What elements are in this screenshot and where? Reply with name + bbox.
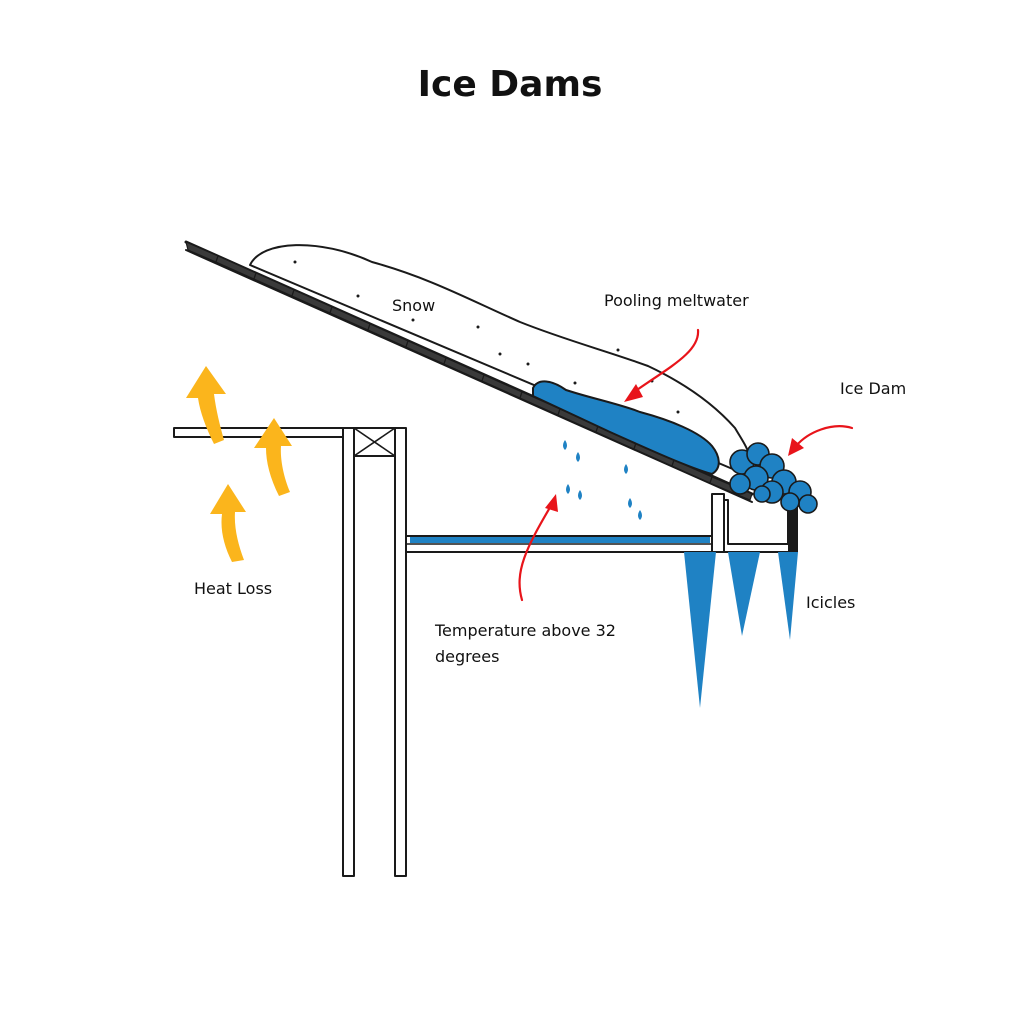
ice-dam-pointer-arrow	[794, 425, 854, 448]
attic-insulation-strip	[410, 537, 710, 543]
soffit	[405, 493, 725, 553]
pooling-meltwater-label: Pooling meltwater	[604, 291, 749, 310]
heat-loss-arrows	[186, 366, 292, 562]
heat-arrow-icon	[254, 418, 292, 496]
temperature-pointer-arrow	[518, 502, 554, 602]
top-plate	[353, 427, 396, 457]
snow-label: Snow	[392, 296, 435, 315]
temperature-label-line2: degrees	[435, 647, 499, 666]
shingles	[185, 240, 753, 501]
pooling-meltwater	[532, 380, 720, 475]
ice-dam-label: Ice Dam	[840, 379, 906, 398]
roof-deck	[184, 240, 754, 503]
diagram-title: Ice Dams	[418, 64, 603, 105]
heat-loss-label: Heat Loss	[194, 579, 272, 598]
ice-dam	[729, 442, 818, 514]
heat-arrow-icon	[210, 484, 246, 562]
ceiling-joist	[173, 427, 344, 438]
pooling-pointer-arrow	[632, 328, 700, 394]
pointer-arrows	[518, 328, 854, 602]
temperature-label-line1: Temperature above 32	[434, 621, 616, 640]
icicles-label: Icicles	[806, 593, 855, 612]
icicles	[684, 552, 798, 708]
exterior-wall	[342, 427, 407, 877]
water-drops	[563, 440, 642, 520]
heat-arrow-icon	[186, 366, 226, 444]
